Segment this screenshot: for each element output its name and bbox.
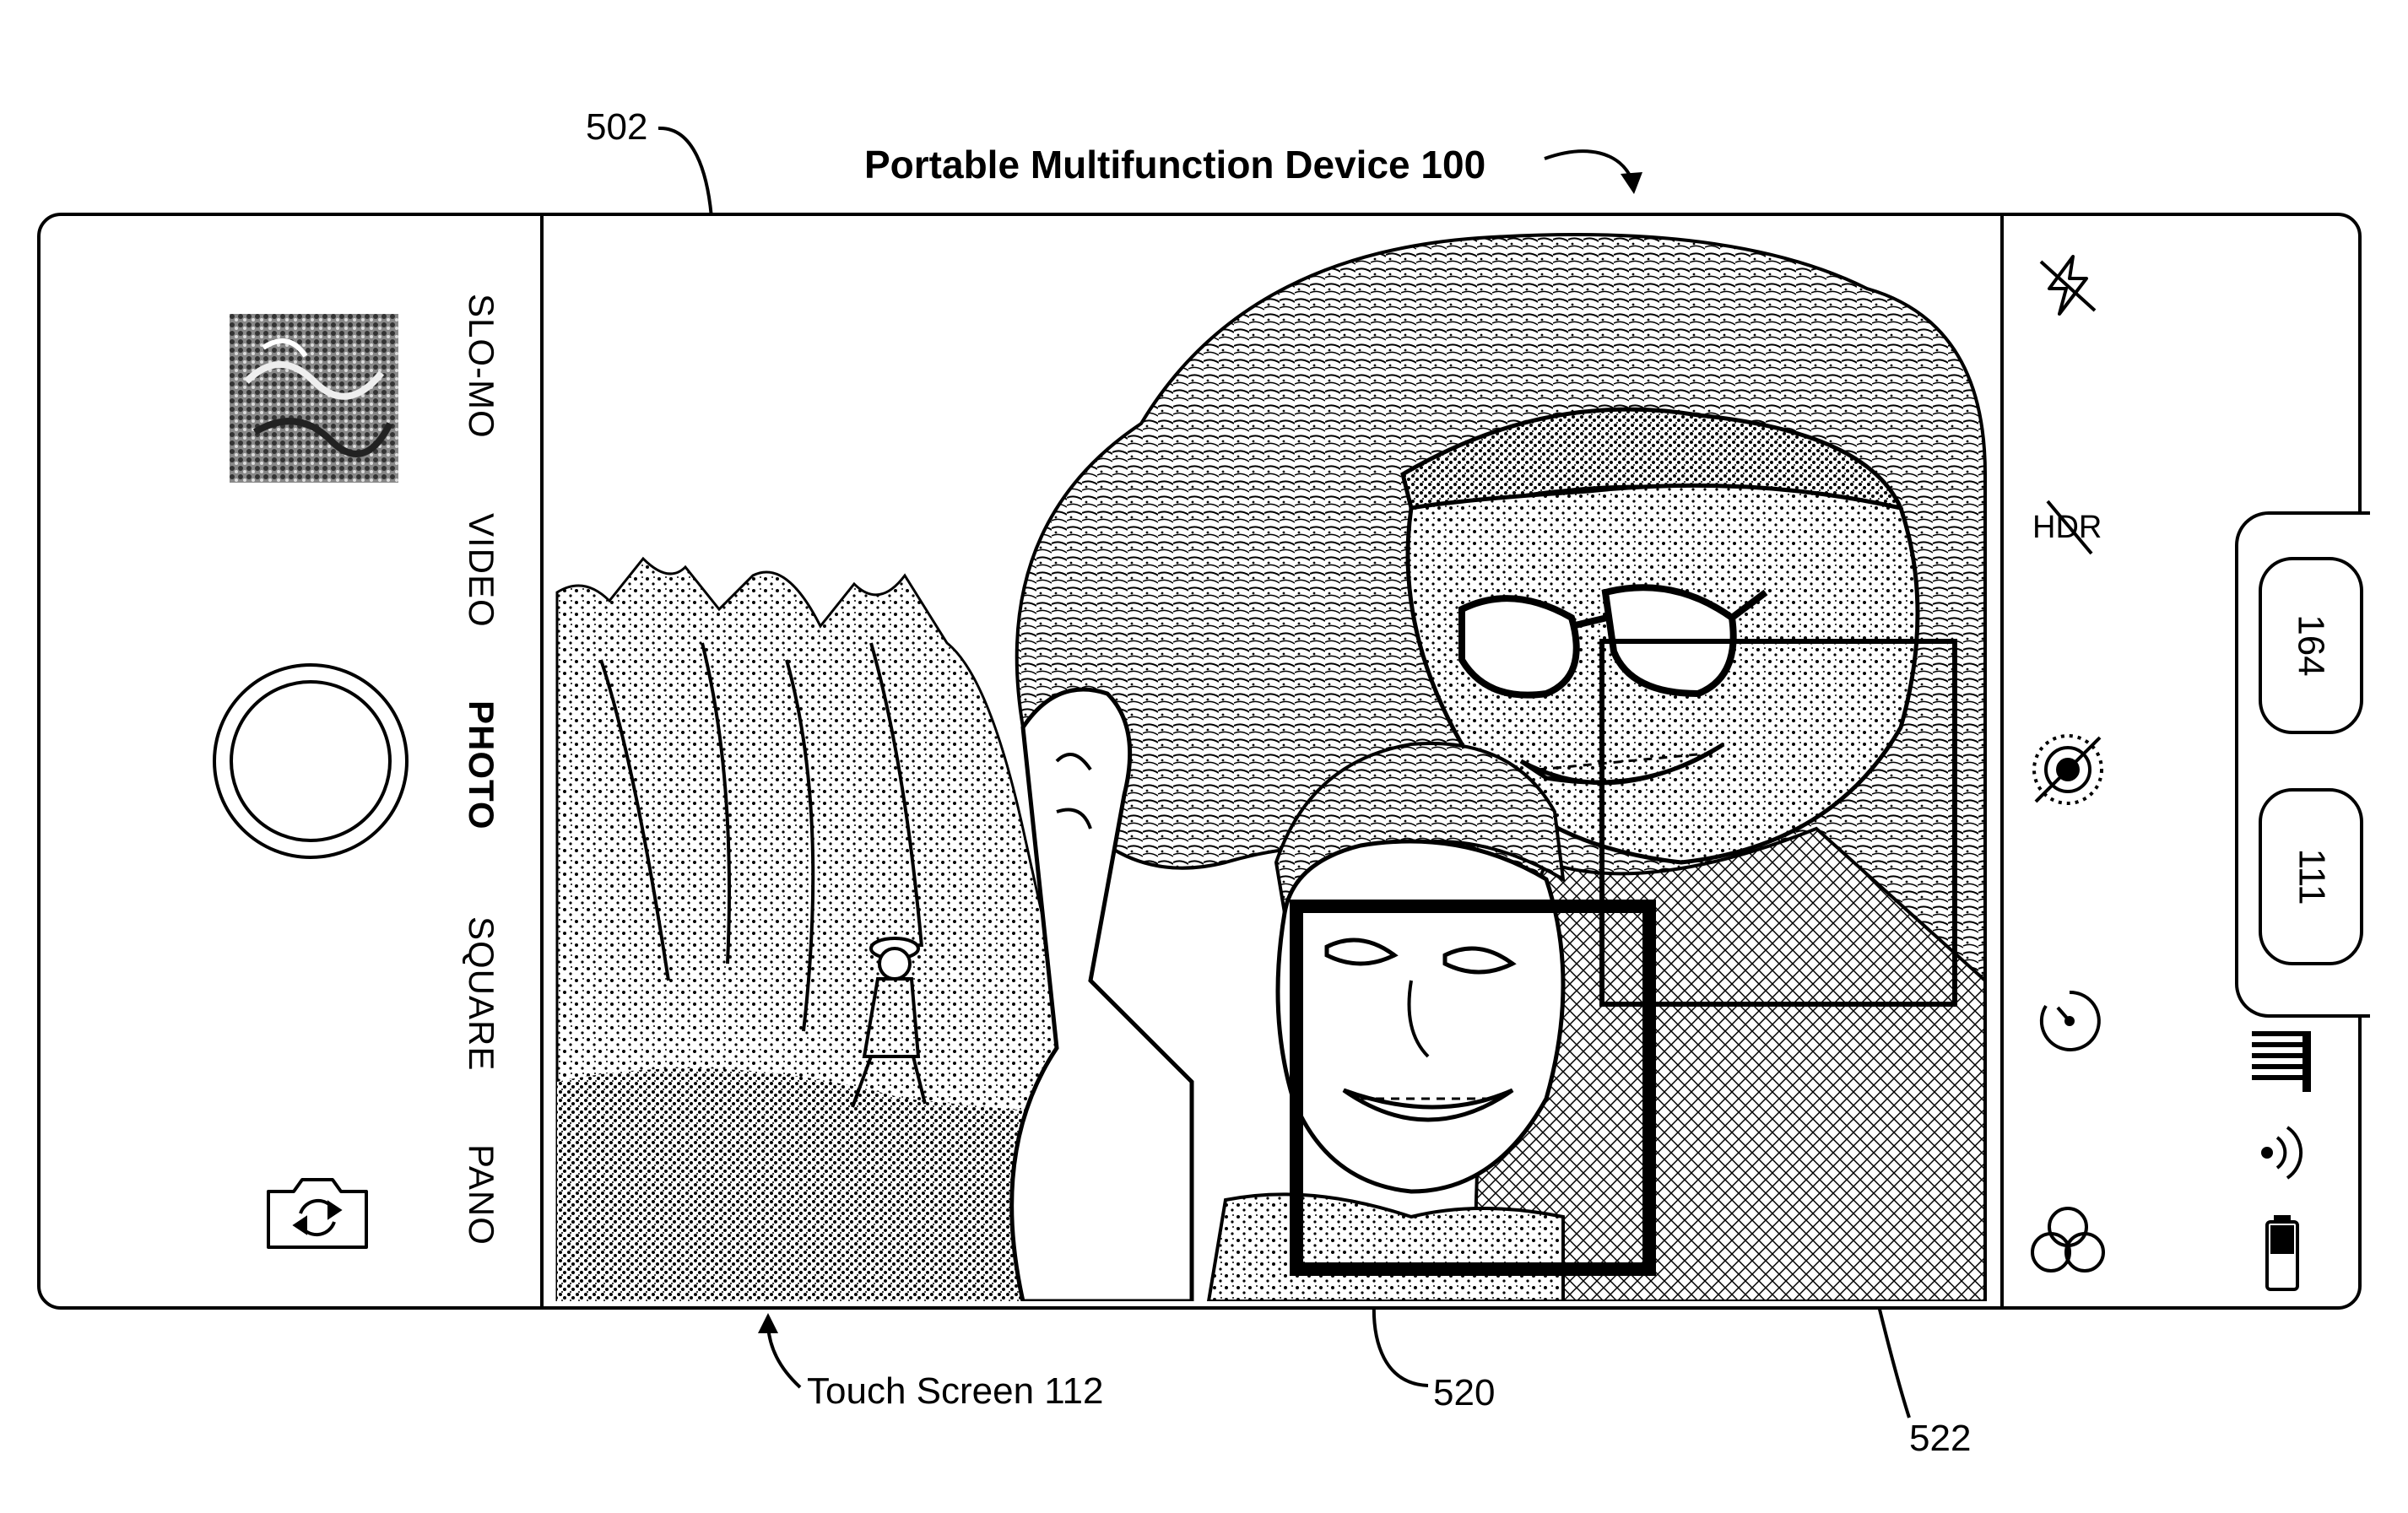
face-box-520 [1290, 900, 1656, 1276]
mode-square[interactable]: SQUARE [462, 916, 501, 1072]
arrow-device-head [1621, 172, 1642, 194]
arrow-520 [1372, 1300, 1429, 1387]
shutter-button[interactable] [213, 663, 409, 859]
face-box-522 [1599, 639, 1957, 1007]
switch-camera-icon[interactable] [263, 1173, 371, 1254]
arrow-touch-screen-head [758, 1313, 778, 1333]
filters-icon[interactable] [2026, 1202, 2110, 1278]
counter-111-label: 111 [2290, 848, 2332, 905]
counter-pill-164[interactable]: 164 [2259, 557, 2363, 734]
mode-slo-mo[interactable]: SLO-MO [462, 294, 501, 439]
wifi-icon [2261, 1126, 2303, 1180]
battery-icon [2265, 1215, 2299, 1291]
raised-arm [1009, 687, 1194, 1301]
timer-icon[interactable] [2036, 987, 2103, 1055]
device-title: Portable Multifunction Device 100 [864, 143, 1486, 186]
ground [557, 1068, 1074, 1301]
live-photo-off-icon[interactable] [2029, 731, 2107, 808]
person-with-glasses [1400, 407, 1987, 1301]
hiker-figure [851, 937, 927, 1108]
right-divider [2000, 216, 2004, 1306]
mode-photo[interactable]: PHOTO [462, 700, 501, 830]
hdr-off-slash [2046, 500, 2093, 555]
mode-video[interactable]: VIDEO [462, 513, 501, 628]
arrow-502 [657, 126, 714, 230]
photo-thumbnail[interactable] [230, 314, 398, 483]
ref-502-label: 502 [586, 106, 648, 148]
flash-off-icon[interactable] [2034, 251, 2102, 319]
counter-pill-111[interactable]: 111 [2259, 788, 2363, 965]
ref-520-label: 520 [1433, 1372, 1496, 1413]
shutter-inner-ring [230, 680, 392, 842]
arrow-touch-screen [766, 1326, 802, 1389]
signal-bars-icon [2252, 1031, 2311, 1092]
hdr-toggle[interactable]: HDR [2032, 510, 2102, 545]
touch-screen-label: Touch Screen 112 [807, 1370, 1104, 1412]
ref-522-label: 522 [1909, 1418, 1972, 1459]
mode-pano[interactable]: PANO [462, 1144, 501, 1246]
left-divider [540, 216, 544, 1306]
camera-viewfinder[interactable] [550, 221, 1992, 1301]
arrow-device [1544, 149, 1634, 181]
counter-164-label: 164 [2290, 614, 2332, 677]
